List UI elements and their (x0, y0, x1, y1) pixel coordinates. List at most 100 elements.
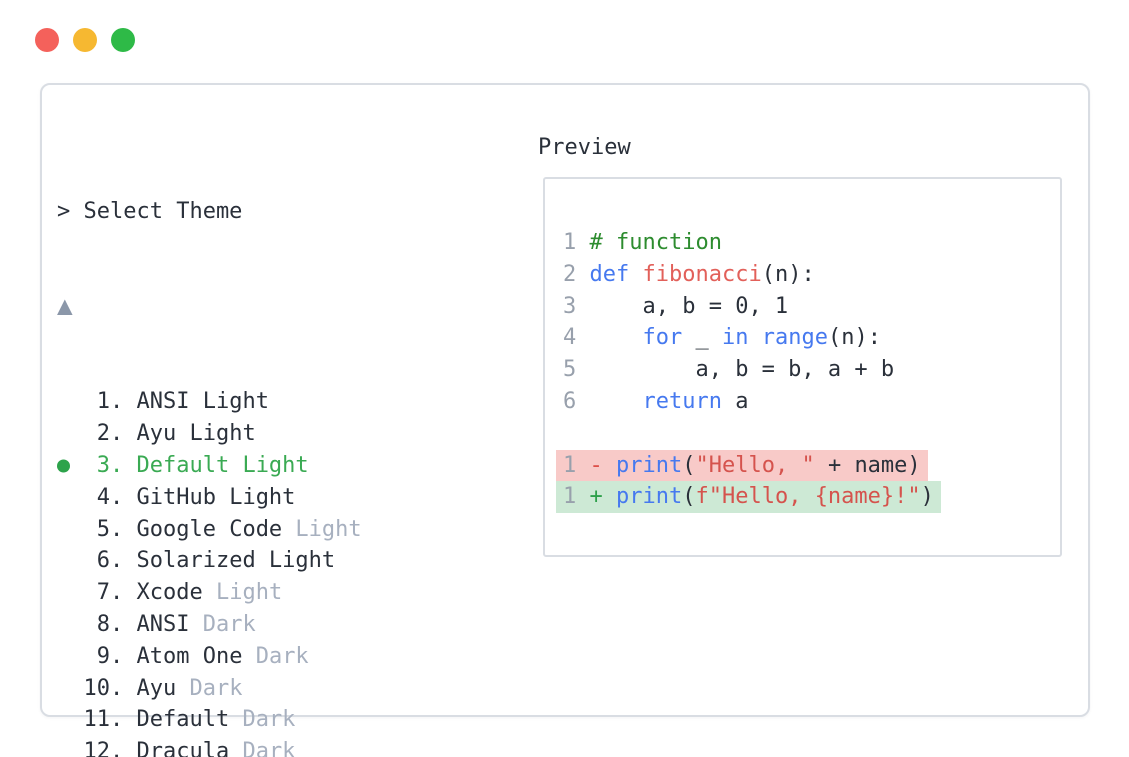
theme-option-variant: Light (282, 516, 362, 542)
theme-option-label: GitHub Light (136, 484, 296, 510)
line-number: 3 (563, 293, 590, 319)
zoom-button[interactable] (111, 28, 135, 52)
theme-option-number: 1. (57, 389, 137, 415)
theme-option-variant: Dark (242, 643, 309, 669)
theme-option[interactable]: 3. Default Light (57, 450, 838, 482)
theme-option-number: 6. (57, 548, 137, 574)
theme-option[interactable]: 5. Google Code Light (57, 514, 838, 546)
code-token: ( (682, 452, 696, 478)
theme-option-label: Google Code (136, 516, 283, 542)
theme-option-label: Dracula (136, 739, 230, 757)
theme-option-number: 9. (57, 643, 137, 669)
minimize-button[interactable] (73, 28, 97, 52)
code-token: (n): (827, 325, 881, 351)
code-token (629, 262, 642, 287)
theme-option[interactable]: 11. Default Dark (57, 704, 838, 736)
theme-option-label: Ayu Light (136, 421, 256, 447)
code-token: in (721, 325, 749, 351)
line-number: 5 (563, 357, 590, 383)
code-token: ) (920, 484, 934, 510)
theme-option-label: ANSI (136, 611, 190, 637)
code-token: ( (682, 484, 696, 510)
preview-label: Preview (538, 135, 631, 160)
code-line: 1 # function (563, 227, 941, 259)
theme-option[interactable]: 9. Atom One Dark (57, 641, 838, 673)
code-token: return (642, 388, 722, 414)
theme-option[interactable]: 8. ANSI Dark (57, 609, 838, 641)
theme-option[interactable]: 10. Ayu Dark (57, 673, 838, 705)
theme-picker-dialog: > Select Theme ▲ 1. ANSI Light 2. Ayu Li… (40, 83, 1090, 757)
theme-option-number: 4. (57, 484, 137, 510)
theme-option[interactable]: 7. Xcode Light (57, 577, 838, 609)
theme-option-variant: Dark (229, 739, 296, 757)
scroll-up-indicator[interactable]: ▲ (57, 291, 838, 323)
triangle-up-icon: ▲ (57, 290, 73, 321)
window-controls (35, 28, 135, 52)
code-token (590, 389, 643, 414)
theme-option-label: Solarized Light (136, 548, 336, 574)
theme-list-pane: > Select Theme ▲ 1. ANSI Light 2. Ayu Li… (57, 132, 838, 757)
diff-line-added: 1 + print(f"Hello, {name}!") (556, 481, 941, 514)
theme-option-variant: Dark (229, 707, 296, 733)
theme-option[interactable]: 2. Ayu Light (57, 418, 838, 450)
theme-option-number: 12. (57, 739, 137, 757)
line-number: 1 (563, 452, 590, 478)
close-button[interactable] (35, 28, 59, 52)
line-number: 1 (563, 484, 590, 510)
theme-option-number: 7. (57, 580, 137, 606)
theme-option[interactable]: 12. Dracula Dark (57, 736, 838, 757)
selected-indicator-icon (57, 459, 70, 473)
code-token: fibonacci (642, 261, 762, 287)
code-token: + name) (814, 452, 921, 478)
code-token: a, b = b, a + b (589, 357, 895, 383)
code-token: for (642, 325, 683, 351)
theme-option-number: 10. (57, 675, 137, 701)
theme-option[interactable]: 1. ANSI Light (57, 386, 838, 418)
select-theme-prompt: > Select Theme (57, 198, 243, 224)
theme-option-number: 2. (57, 421, 137, 447)
theme-option-variant: Dark (189, 611, 256, 637)
code-line: 5 a, b = b, a + b (563, 354, 941, 386)
code-token (748, 325, 761, 350)
code-token: print (616, 452, 683, 478)
theme-option-number: 3. (57, 452, 137, 478)
code-token: range (761, 325, 828, 351)
code-token: def (589, 261, 630, 287)
code-token: # function (589, 230, 722, 255)
code-token: a, b = 0, 1 (589, 293, 789, 319)
code-line: 6 return a (563, 386, 941, 418)
line-number: 2 (563, 261, 590, 287)
theme-option-label: Atom One (136, 643, 243, 669)
theme-option-label: Xcode (136, 580, 203, 606)
diff-highlight: 1 - print("Hello, " + name) (556, 449, 928, 482)
theme-option[interactable]: 4. GitHub Light (57, 482, 838, 514)
theme-option-variant: Light (202, 580, 283, 606)
theme-option-number: 8. (57, 611, 137, 637)
code-line: 4 for _ in range(n): (563, 322, 941, 354)
diff-highlight: 1 + print(f"Hello, {name}!") (556, 481, 941, 514)
theme-option[interactable]: 6. Solarized Light (57, 545, 838, 577)
theme-option-label: ANSI Light (136, 389, 269, 415)
blank-line (563, 418, 941, 450)
theme-option-label: Default Light (136, 452, 309, 478)
line-number: 1 (563, 230, 590, 255)
line-number: 6 (563, 388, 590, 414)
code-token (590, 325, 643, 350)
code-token: "Hello, " (695, 452, 815, 478)
code-line: 3 a, b = 0, 1 (563, 291, 941, 323)
theme-option-number: 11. (57, 707, 137, 733)
code-token: (n): (761, 261, 815, 287)
theme-list: 1. ANSI Light 2. Ayu Light 3. Default Li… (57, 386, 838, 757)
code-token: _ (682, 325, 722, 351)
theme-option-label: Default (136, 707, 230, 733)
line-number: 4 (563, 325, 590, 351)
code-token: f"Hello, {name}!" (695, 484, 921, 510)
code-line: 2 def fibonacci(n): (563, 259, 941, 291)
code-token: + (589, 484, 616, 510)
code-token: a (721, 388, 749, 414)
theme-option-label: Ayu (136, 675, 177, 701)
theme-option-number: 5. (57, 516, 137, 542)
